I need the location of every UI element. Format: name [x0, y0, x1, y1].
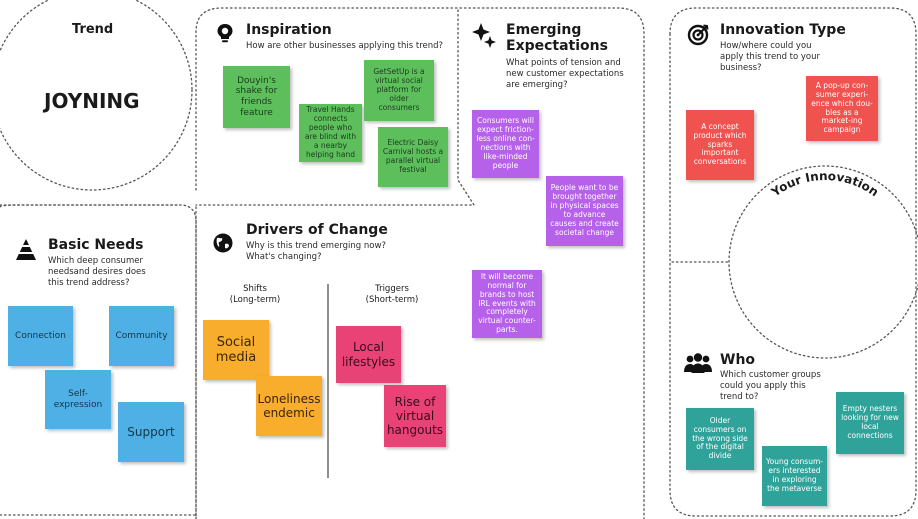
- driver-trigger-virtual-hangouts[interactable]: Rise of virtual hangouts: [384, 385, 446, 447]
- emerging-note-1[interactable]: Consumers will expect friction-less onli…: [472, 110, 539, 178]
- globe-icon: [213, 233, 233, 253]
- inspiration-note-3[interactable]: GetSetUp is a virtual social platform fo…: [364, 60, 434, 121]
- inspiration-note-2[interactable]: Travel Hands connects people who are bli…: [299, 104, 362, 162]
- shifts-label: Shifts: [243, 284, 267, 294]
- basic-needs-note-community[interactable]: Community: [109, 306, 174, 366]
- innovation-type-note-1[interactable]: A concept product which sparks important…: [686, 110, 754, 180]
- who-question: Which customer groups could you apply th…: [720, 370, 821, 402]
- triggers-sublabel: (Short-term): [365, 295, 419, 305]
- driver-shift-social-media[interactable]: Social media: [203, 320, 269, 380]
- inspiration-note-1[interactable]: Douyin's shake for friends feature: [223, 66, 290, 128]
- emerging-note-3[interactable]: It will become normal for brands to host…: [472, 270, 542, 338]
- drivers-question: Why is this trend emerging now? What's c…: [246, 241, 386, 262]
- emerging-note-2[interactable]: People want to be brought together in ph…: [546, 176, 623, 246]
- pyramid-icon: [16, 239, 36, 260]
- basic-needs-note-self-expression[interactable]: Self-expression: [45, 370, 111, 429]
- your-innovation-label-arc: Your Innovation: [768, 169, 881, 200]
- inspiration-note-4[interactable]: Electric Daisy Carnival hosts a parallel…: [378, 127, 448, 187]
- basic-needs-note-support[interactable]: Support: [118, 402, 184, 462]
- your-innovation-label: Your Innovation: [768, 169, 881, 200]
- who-note-1[interactable]: Older consumers on the wrong side of the…: [686, 408, 754, 470]
- target-icon: [687, 24, 709, 46]
- emerging-question: What points of tension and new customer …: [506, 58, 624, 90]
- drivers-title: Drivers of Change: [246, 222, 388, 238]
- inspiration-question: How are other businesses applying this t…: [246, 41, 444, 51]
- emerging-title-line1: Emerging: [506, 22, 582, 38]
- who-note-3[interactable]: Empty nesters looking for new local conn…: [836, 392, 904, 454]
- innovation-type-title: Innovation Type: [720, 22, 846, 38]
- inspiration-title: Inspiration: [246, 22, 332, 38]
- triggers-label: Triggers: [375, 284, 409, 294]
- lightbulb-icon: [217, 24, 233, 43]
- shifts-sublabel: (Long-term): [229, 295, 281, 305]
- driver-shift-loneliness[interactable]: Loneliness endemic: [256, 376, 322, 436]
- basic-needs-note-connection[interactable]: Connection: [8, 306, 73, 366]
- svg-text:Your Innovation: Your Innovation: [768, 169, 881, 200]
- trend-label: Trend: [72, 22, 114, 37]
- innovation-type-note-2[interactable]: A pop-up con-sumer experi-ence which dou…: [806, 76, 878, 141]
- emerging-title-line2: Expectations: [506, 38, 608, 54]
- trend-name: JOYNING: [44, 89, 140, 113]
- driver-trigger-local-lifestyles[interactable]: Local lifestyles: [336, 326, 401, 383]
- sparkle-icon: [472, 23, 496, 48]
- who-title: Who: [720, 352, 756, 368]
- basic-needs-question: Which deep consumer needsand desires doe…: [48, 256, 146, 288]
- people-icon: [684, 353, 712, 373]
- innovation-type-question: How/where could you apply this trend to …: [720, 41, 821, 73]
- basic-needs-title: Basic Needs: [48, 237, 144, 253]
- who-note-2[interactable]: Young consum-ers interested in exploring…: [762, 446, 827, 506]
